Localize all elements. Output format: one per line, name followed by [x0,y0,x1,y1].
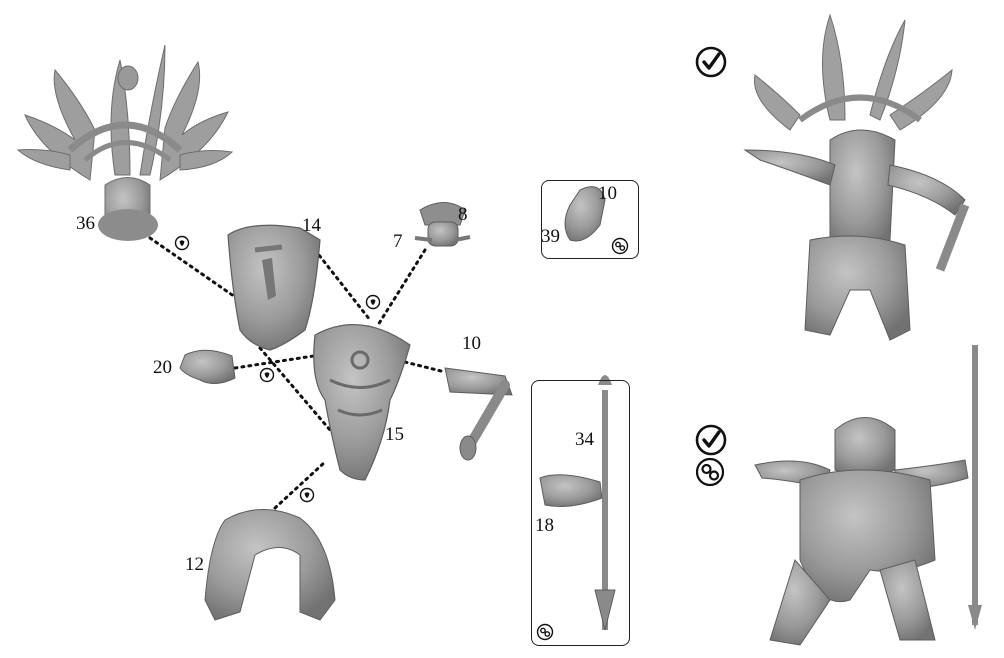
alt-head-10-39 [564,186,606,242]
alt-heads-box [541,180,639,259]
part-10-mace-arm [444,367,513,461]
glue-drop-icon [299,487,315,503]
glue-drop-icons [174,235,381,503]
part-number-15: 15 [385,424,404,445]
glue-drop-icon [259,367,275,383]
part-36-crest [16,44,234,241]
part-number-10-alt: 10 [598,183,617,204]
part-12-legs [204,509,336,621]
part-number-12: 12 [185,554,204,575]
gears-icon [695,457,725,487]
guide-cloak-lower [258,346,332,432]
alt-staff-box [531,380,630,646]
glue-drop-icon [365,294,381,310]
part-20-hand [179,349,236,384]
guide-hand-to-torso [233,353,322,370]
part-15-torso [313,324,411,481]
part-number-39: 39 [541,226,560,247]
part-number-36: 36 [76,213,95,234]
part-number-10: 10 [462,333,481,354]
part-8-head [414,202,471,247]
glue-drop-icon [174,235,190,251]
checkmark-circle-icon [695,46,727,78]
guide-head-to-torso [376,248,427,327]
part-number-34: 34 [575,429,594,450]
part-14-cloak [227,224,321,351]
assembled-model-mace [743,13,970,341]
part-number-7: 7 [393,231,403,252]
guide-arm-to-torso [403,360,447,374]
part-number-18: 18 [535,515,554,536]
gears-icon [611,237,629,255]
part-number-20: 20 [153,357,172,378]
guide-legs-to-torso [273,460,327,510]
checkmark-circle-icon [695,424,727,456]
guide-cloak-to-torso [313,248,372,322]
alt-staff-arm [539,375,616,631]
assembled-model-staff [754,345,982,646]
part-number-8: 8 [458,204,468,225]
gears-icon [536,623,554,641]
part-number-14: 14 [302,215,321,236]
